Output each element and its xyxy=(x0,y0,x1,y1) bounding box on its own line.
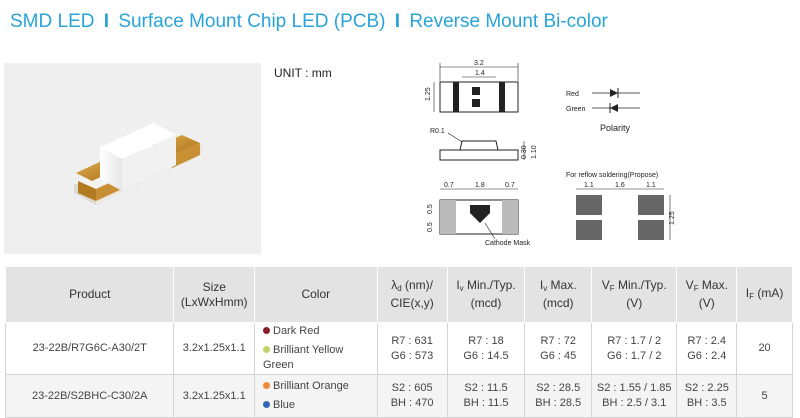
reflow-pad-diagram: For reflow soldering(Propose) 1.1 1.6 1.… xyxy=(566,172,676,240)
dim-label: R0.1 xyxy=(430,128,445,135)
technical-drawings: 3.2 1.4 1.25 R0.1 0.30 1.10 0.7 1.8 0.7 xyxy=(410,55,680,255)
header-vf-min-typ: VF Min./Typ.(V) xyxy=(590,266,678,323)
dim-label: 0.7 xyxy=(444,182,454,189)
dim-label: 1.25 xyxy=(425,87,432,101)
spec-table: Product Size(LxWxHmm) Color λd (nm)/CIE(… xyxy=(4,266,793,418)
header-iv-max: Iv Max.(mcd) xyxy=(524,266,592,323)
header-lambda: λd (nm)/CIE(x,y) xyxy=(376,266,448,323)
header-color: Color xyxy=(254,266,378,323)
cell-color: Dark Red Brilliant Yellow Green xyxy=(254,322,378,375)
table-row: 23-22B/R7G6C-A30/2T 3.2x1.25x1.1 Dark Re… xyxy=(4,322,793,375)
cell-size: 3.2x1.25x1.1 xyxy=(173,374,255,418)
side-view-drawing: R0.1 0.30 1.10 xyxy=(430,128,538,161)
table-row: 23-22B/S2BHC-C30/2A 3.2x1.25x1.1 Brillia… xyxy=(4,374,793,418)
title-part-reverse-mount: Reverse Mount Bi-color xyxy=(409,11,608,32)
cell-if: 5 xyxy=(736,374,793,418)
page-title: SMD LED I Surface Mount Chip LED (PCB) I… xyxy=(10,11,608,33)
dim-label: 0.7 xyxy=(505,182,515,189)
dim-label: 1.1 xyxy=(646,182,656,189)
dim-label: 1.6 xyxy=(615,182,625,189)
color-dot xyxy=(263,346,270,353)
bottom-view-drawing: 0.7 1.8 0.7 0.5 0.5 Cathode Mask xyxy=(427,182,531,247)
title-part-smd-led: SMD LED xyxy=(10,11,95,32)
dim-label: 1.25 xyxy=(669,211,676,225)
cell-product: 23-22B/S2BHC-C30/2A xyxy=(4,374,175,418)
dim-label: 3.2 xyxy=(474,60,484,67)
header-size: Size(LxWxHmm) xyxy=(173,266,255,323)
dim-label: 0.30 xyxy=(521,145,528,159)
green-label: Green xyxy=(566,106,586,113)
dim-label: 1.8 xyxy=(475,182,485,189)
title-part-surface-mount: Surface Mount Chip LED (PCB) xyxy=(118,11,386,32)
cell-if: 20 xyxy=(736,322,793,375)
header-vf-max: VF Max.(V) xyxy=(676,266,738,323)
unit-label: UNIT : mm xyxy=(274,66,332,80)
product-photo xyxy=(4,63,261,254)
dim-label: 0.5 xyxy=(427,222,434,232)
cathode-mask-label: Cathode Mask xyxy=(485,240,531,247)
color-dot xyxy=(263,327,270,334)
title-separator: I xyxy=(394,11,401,32)
table-header-row: Product Size(LxWxHmm) Color λd (nm)/CIE(… xyxy=(4,266,793,323)
dim-label: 0.5 xyxy=(427,204,434,214)
color-dot xyxy=(263,382,270,389)
cell-product: 23-22B/R7G6C-A30/2T xyxy=(4,322,175,375)
cell-color: Brilliant Orange Blue xyxy=(254,374,378,418)
color-dot xyxy=(263,401,270,408)
dim-label: 1.4 xyxy=(475,70,485,77)
cell-size: 3.2x1.25x1.1 xyxy=(173,322,255,375)
top-view-drawing: 3.2 1.4 1.25 xyxy=(425,60,519,113)
reflow-label: For reflow soldering(Propose) xyxy=(566,172,658,179)
red-label: Red xyxy=(566,91,579,98)
title-separator: I xyxy=(103,11,110,32)
header-iv-min-typ: Iv Min./Typ.(mcd) xyxy=(446,266,526,323)
dim-label: 1.10 xyxy=(531,145,538,159)
polarity-diagram: Red Green Polarity xyxy=(566,88,640,133)
header-product: Product xyxy=(4,266,175,323)
header-if: IF (mA) xyxy=(736,266,793,323)
polarity-label: Polarity xyxy=(600,123,631,133)
dim-label: 1.1 xyxy=(584,182,594,189)
